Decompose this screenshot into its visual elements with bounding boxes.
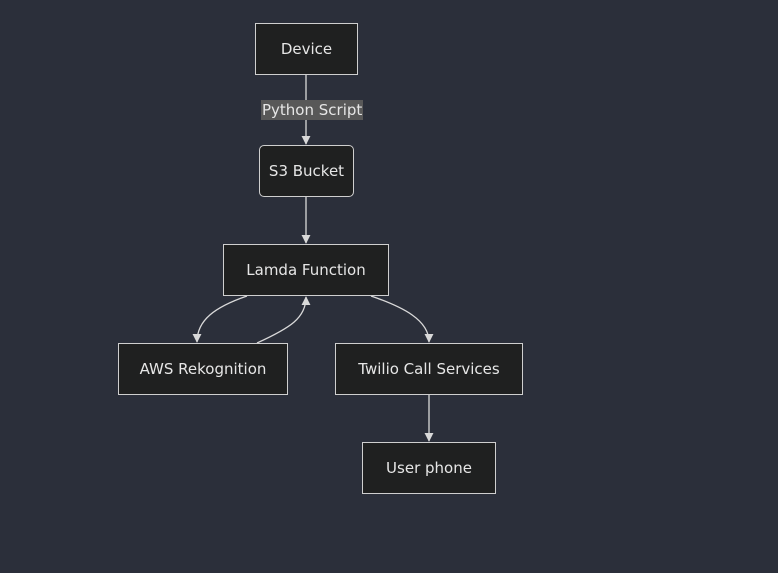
edge-label-python-script: Python Script	[261, 100, 364, 120]
node-aws-rekognition[interactable]: AWS Rekognition	[118, 343, 288, 395]
node-user-phone-label: User phone	[386, 459, 472, 477]
node-s3-bucket[interactable]: S3 Bucket	[259, 145, 354, 197]
node-s3-bucket-label: S3 Bucket	[268, 162, 345, 180]
node-aws-rekognition-label: AWS Rekognition	[139, 360, 267, 378]
node-device[interactable]: Device	[255, 23, 358, 75]
edge-lambda-to-twilio	[370, 295, 434, 343]
node-twilio-call-services-label: Twilio Call Services	[358, 360, 500, 378]
node-twilio-call-services[interactable]: Twilio Call Services	[335, 343, 523, 395]
node-lambda-function[interactable]: Lamda Function	[223, 244, 389, 296]
node-lambda-function-label: Lamda Function	[246, 261, 366, 279]
node-user-phone[interactable]: User phone	[362, 442, 496, 494]
edge-lambda-to-rekognition	[192, 295, 248, 343]
node-device-label: Device	[280, 40, 333, 58]
edge-rekognition-to-lambda	[256, 296, 311, 344]
